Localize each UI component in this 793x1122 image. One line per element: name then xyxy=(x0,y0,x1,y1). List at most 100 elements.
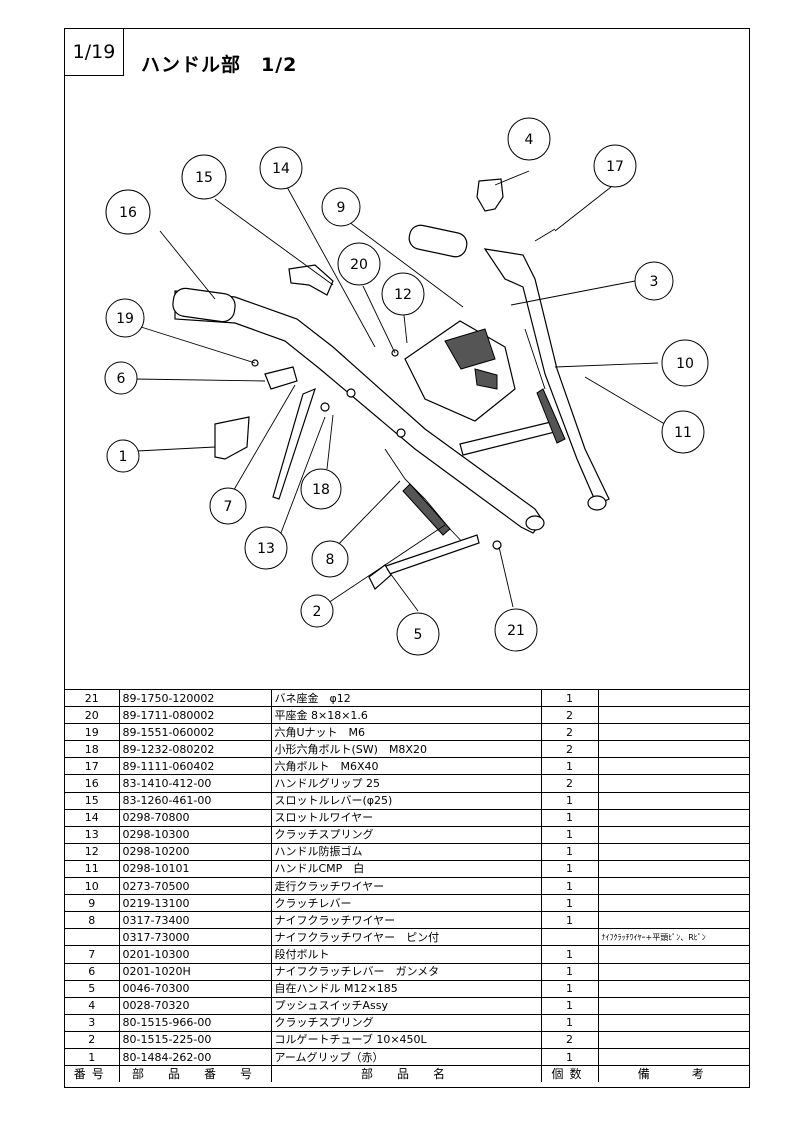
quantity-cell: 1 xyxy=(540,1013,599,1032)
svg-text:19: 19 xyxy=(116,311,134,327)
part-code-cell: 0219-13100 xyxy=(118,894,272,913)
callout-12: 12 xyxy=(381,272,425,316)
column-header: 部 品 名 xyxy=(270,1065,542,1083)
svg-text:20: 20 xyxy=(350,257,368,273)
remarks-cell xyxy=(597,859,749,879)
callout-4: 4 xyxy=(507,117,551,161)
callout-8: 8 xyxy=(311,540,349,578)
part-name-cell: 小形六角ボルト(SW) M8X20 xyxy=(270,740,542,759)
table-header-row: 番号部 品 番 号部 品 名個数備 考 xyxy=(65,1065,749,1083)
part-name-cell: アームグリップ（赤） xyxy=(270,1047,542,1067)
quantity-cell: 1 xyxy=(540,911,599,930)
part-number-cell: 8 xyxy=(65,911,120,930)
part-number-cell: 14 xyxy=(65,808,120,827)
quantity-cell: 1 xyxy=(540,877,599,896)
quantity-cell: 1 xyxy=(540,859,599,879)
column-header: 個数 xyxy=(540,1065,599,1083)
part-code-cell: 83-1260-461-00 xyxy=(118,791,272,810)
svg-text:10: 10 xyxy=(676,356,694,372)
svg-text:5: 5 xyxy=(414,627,423,643)
part-code-cell: 0298-10300 xyxy=(118,825,272,844)
part-name-cell: 自在ハンドル M12×185 xyxy=(270,979,542,998)
part-name-cell: ハンドルCMP 白 xyxy=(270,859,542,879)
callout-13: 13 xyxy=(244,526,288,570)
svg-text:2: 2 xyxy=(313,604,322,620)
quantity-cell: 1 xyxy=(540,945,599,964)
remarks-cell: ﾅｲﾌｸﾗｯﾁﾜｲﾔｰ+平頭ﾋﾟﾝ、Rﾋﾟﾝ xyxy=(597,928,749,947)
part-number-cell: 7 xyxy=(65,945,120,964)
quantity-cell xyxy=(540,928,599,947)
part-name-cell: クラッチスプリング xyxy=(270,1013,542,1032)
quantity-cell: 1 xyxy=(540,791,599,810)
part-name-cell: プッシュスイッチAssy xyxy=(270,996,542,1015)
part-code-cell: 89-1750-120002 xyxy=(118,688,272,708)
remarks-cell xyxy=(597,1047,749,1067)
callout-3: 3 xyxy=(634,261,674,301)
part-name-cell: 六角ボルト M6X40 xyxy=(270,757,542,776)
svg-text:9: 9 xyxy=(337,200,346,216)
part-number-cell: 17 xyxy=(65,757,120,776)
callout-11: 11 xyxy=(661,410,705,454)
part-name-cell: バネ座金 φ12 xyxy=(270,688,542,708)
callout-6: 6 xyxy=(104,361,138,395)
part-name-cell: クラッチスプリング xyxy=(270,825,542,844)
part-code-cell: 83-1410-412-00 xyxy=(118,774,272,793)
part-name-cell: ナイフクラッチワイヤー xyxy=(270,911,542,930)
callout-5: 5 xyxy=(396,612,440,656)
svg-text:11: 11 xyxy=(674,425,692,441)
remarks-cell xyxy=(597,1030,749,1049)
quantity-cell: 1 xyxy=(540,808,599,827)
quantity-cell: 1 xyxy=(540,842,599,861)
quantity-cell: 1 xyxy=(540,996,599,1015)
part-name-cell: ハンドルグリップ 25 xyxy=(270,774,542,793)
parts-sheet: 1/19 ハンドル部 1/2 xyxy=(64,28,750,1088)
quantity-cell: 1 xyxy=(540,688,599,708)
part-number-cell: 2 xyxy=(65,1030,120,1049)
part-name-cell: クラッチレバー xyxy=(270,894,542,913)
remarks-cell xyxy=(597,774,749,793)
part-name-cell: ハンドル防振ゴム xyxy=(270,842,542,861)
remarks-cell xyxy=(597,757,749,776)
quantity-cell: 1 xyxy=(540,757,599,776)
callout-14: 14 xyxy=(259,146,303,190)
part-number-cell: 3 xyxy=(65,1013,120,1032)
remarks-cell xyxy=(597,706,749,725)
quantity-cell: 1 xyxy=(540,962,599,981)
quantity-cell: 2 xyxy=(540,740,599,759)
svg-text:18: 18 xyxy=(312,482,330,498)
remarks-cell xyxy=(597,808,749,827)
remarks-cell xyxy=(597,911,749,930)
page-title: ハンドル部 1/2 xyxy=(141,54,298,76)
part-code-cell: 0298-10101 xyxy=(118,859,272,879)
remarks-cell xyxy=(597,825,749,844)
callout-17: 17 xyxy=(593,144,637,188)
svg-text:13: 13 xyxy=(257,541,275,557)
quantity-cell: 1 xyxy=(540,979,599,998)
callout-19: 19 xyxy=(105,298,145,338)
part-number-cell: 10 xyxy=(65,877,120,896)
part-code-cell: 0317-73400 xyxy=(118,911,272,930)
remarks-cell xyxy=(597,945,749,964)
part-name-cell: 六角Uナット M6 xyxy=(270,723,542,742)
callout-10: 10 xyxy=(661,339,709,387)
callout-15: 15 xyxy=(181,154,227,200)
part-number-cell: 1 xyxy=(65,1047,120,1067)
part-code-cell: 89-1551-060002 xyxy=(118,723,272,742)
part-code-cell: 89-1232-080202 xyxy=(118,740,272,759)
